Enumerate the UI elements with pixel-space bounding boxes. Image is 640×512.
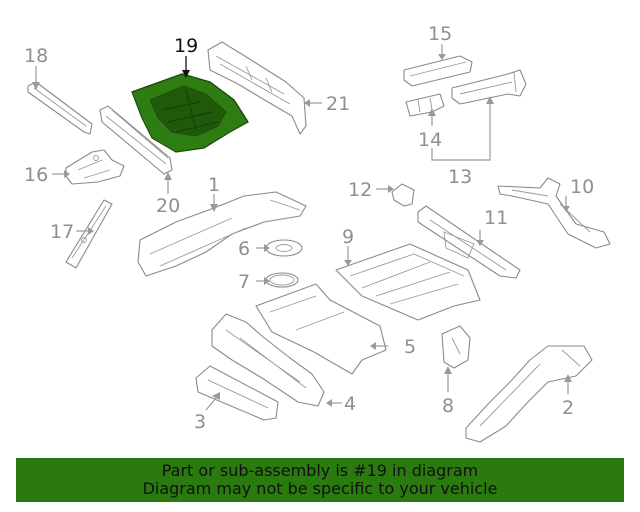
callout-9[interactable]: 9 [342, 226, 354, 248]
callout-13[interactable]: 13 [448, 166, 472, 188]
part-4-reinforcement[interactable] [211, 313, 325, 407]
part-6-grommet[interactable] [265, 239, 303, 257]
part-15-rail[interactable] [403, 55, 473, 87]
part-19-spare-tire-well[interactable] [131, 73, 249, 153]
banner-line-2: Diagram may not be specific to your vehi… [142, 479, 498, 498]
leader-19 [182, 56, 190, 78]
callout-8[interactable]: 8 [442, 395, 454, 417]
callout-18[interactable]: 18 [24, 45, 48, 67]
callout-19[interactable]: 19 [174, 35, 198, 57]
part-7-grommet[interactable] [265, 272, 299, 288]
callout-4[interactable]: 4 [344, 393, 356, 415]
callout-3[interactable]: 3 [194, 411, 206, 433]
banner-line-1: Part or sub-assembly is #19 in diagram [161, 461, 479, 480]
part-5-insulator[interactable] [255, 283, 387, 375]
callout-12[interactable]: 12 [348, 179, 372, 201]
callout-11[interactable]: 11 [484, 207, 508, 229]
leader-lines [32, 44, 572, 411]
part-19-ribs [161, 89, 219, 133]
part-12-bracket[interactable] [391, 183, 415, 207]
callout-2[interactable]: 2 [562, 397, 574, 419]
part-20-cross-member[interactable] [99, 105, 173, 175]
callout-21[interactable]: 21 [326, 93, 350, 115]
callout-16[interactable]: 16 [24, 164, 48, 186]
callout-14[interactable]: 14 [418, 129, 442, 151]
callout-20[interactable]: 20 [156, 195, 180, 217]
callout-17[interactable]: 17 [50, 221, 74, 243]
callout-5[interactable]: 5 [404, 336, 416, 358]
part-2-wheelhouse[interactable] [465, 345, 593, 443]
part-10-frame[interactable] [497, 177, 611, 249]
part-19-inner-well [149, 85, 227, 137]
part-3-bracket[interactable] [195, 365, 279, 421]
part-8-bracket[interactable] [441, 325, 471, 369]
callout-labels: 19 18 16 17 20 1 21 6 7 9 12 11 10 15 14… [24, 23, 594, 433]
part-14-rail[interactable] [405, 93, 445, 117]
callout-1[interactable]: 1 [208, 174, 220, 196]
part-19-rim [131, 73, 249, 123]
part-1-side-member[interactable] [137, 191, 307, 277]
callout-10[interactable]: 10 [570, 176, 594, 198]
part-13-rail-assembly[interactable] [451, 69, 527, 105]
callout-6[interactable]: 6 [238, 238, 250, 260]
part-9-floor-pan[interactable] [335, 243, 481, 321]
info-banner: Part or sub-assembly is #19 in diagram D… [16, 458, 624, 502]
callout-7[interactable]: 7 [238, 271, 250, 293]
part-11-cross-member[interactable] [417, 205, 521, 279]
part-18-rail[interactable] [27, 81, 93, 135]
part-16-bracket[interactable] [65, 149, 125, 185]
callout-15[interactable]: 15 [428, 23, 452, 45]
part-21-rear-rail[interactable] [207, 41, 307, 135]
